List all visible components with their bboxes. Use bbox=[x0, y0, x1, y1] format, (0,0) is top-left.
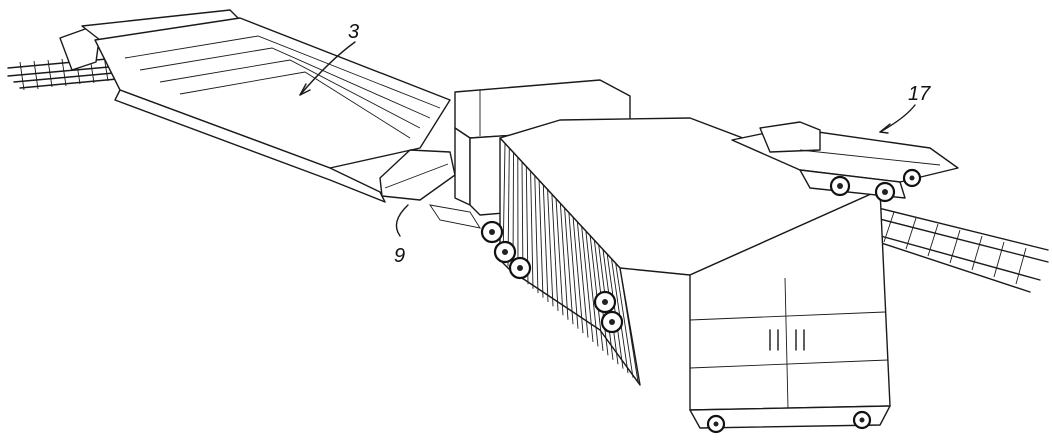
flatcar bbox=[59, 9, 456, 203]
label-17: 17 bbox=[908, 83, 931, 105]
callout-flatcar: 3 bbox=[299, 21, 359, 96]
callout-coupler: 9 bbox=[394, 204, 409, 267]
callout-bogie: 17 bbox=[879, 83, 931, 134]
label-9: 9 bbox=[394, 245, 405, 267]
rail-bogie bbox=[731, 121, 959, 203]
trailer-wheels bbox=[480, 220, 872, 434]
label-3: 3 bbox=[348, 21, 359, 43]
